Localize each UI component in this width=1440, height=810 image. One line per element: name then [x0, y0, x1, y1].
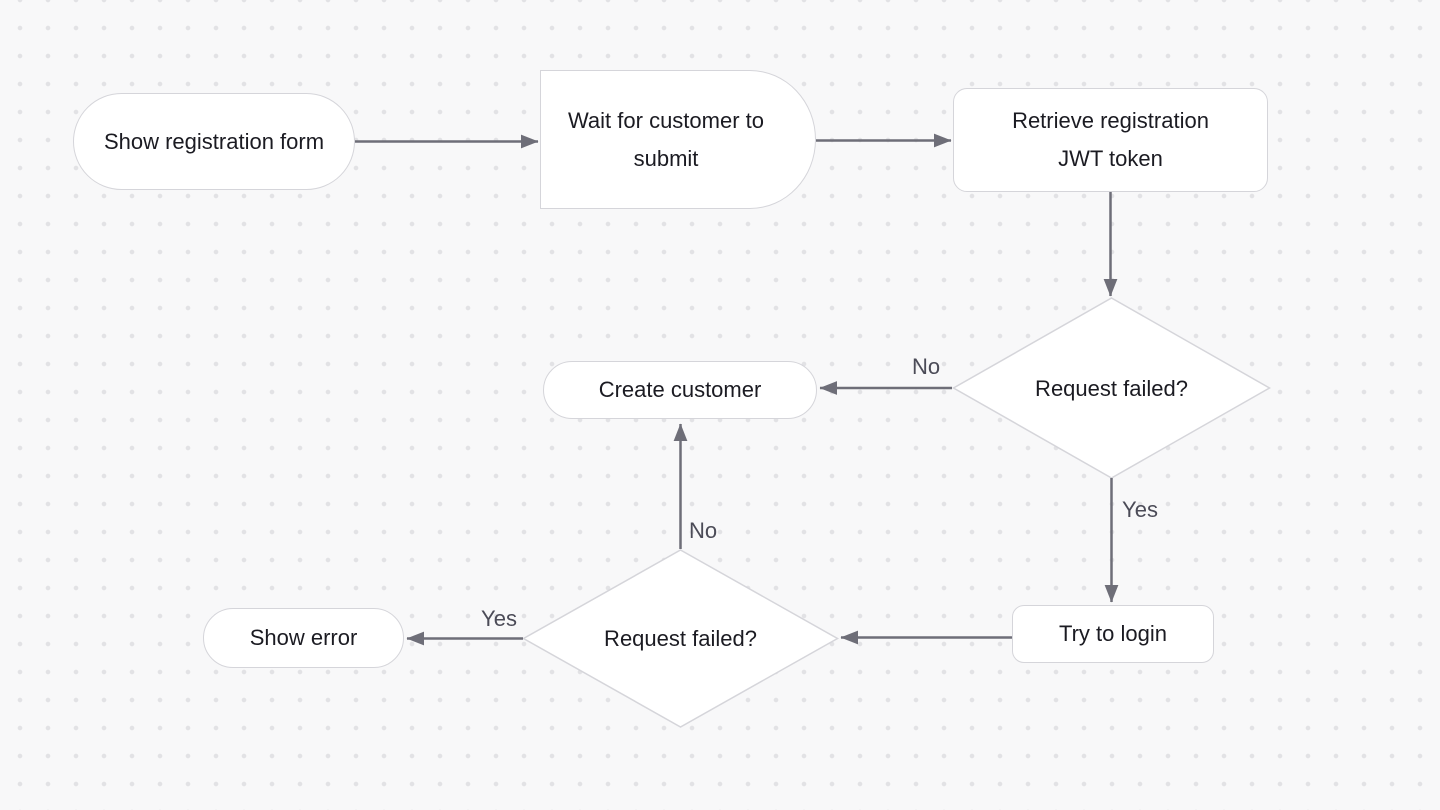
node-create-customer[interactable]: Create customer [543, 361, 817, 419]
node-show-error-label: Show error [249, 625, 358, 650]
edge-label-no-request-failed-2: No [688, 518, 718, 543]
node-request-failed-2-label: Request failed? [604, 626, 757, 651]
node-wait-for-customer-to-submit-label: Wait for customer to submit [567, 107, 764, 171]
node-retrieve-registration-jwt-token[interactable]: Retrieve registration JWT token [953, 88, 1268, 192]
decision-request-failed-2-shape[interactable] [521, 549, 840, 728]
edge-label-yes-request-failed-2: Yes [481, 606, 517, 631]
node-show-error[interactable]: Show error [203, 608, 404, 668]
node-try-to-login-label: Try to login [1058, 621, 1167, 646]
node-request-failed-1-label: Request failed? [1035, 376, 1188, 401]
node-create-customer-label: Create customer [598, 377, 762, 402]
edge-label-yes-request-failed-1: Yes [1122, 497, 1158, 522]
edge-label-no-request-failed-1: No [911, 354, 941, 379]
node-wait-for-customer-to-submit[interactable]: Wait for customer to submit [540, 70, 816, 209]
node-show-registration-form[interactable]: Show registration form [73, 93, 355, 190]
node-try-to-login[interactable]: Try to login [1012, 605, 1214, 663]
node-show-registration-form-label: Show registration form [103, 128, 325, 154]
node-retrieve-registration-jwt-token-label: Retrieve registration JWT token [1012, 108, 1209, 171]
